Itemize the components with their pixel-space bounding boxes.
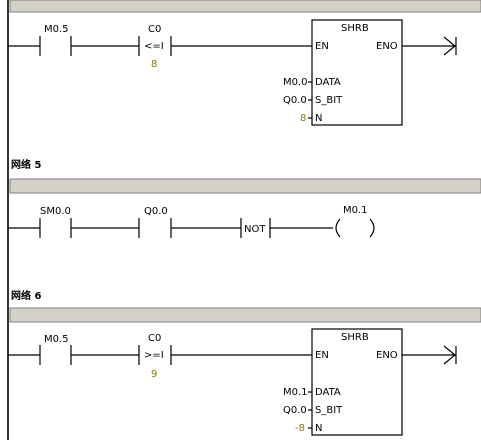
shrb-title: SHRB <box>341 23 369 34</box>
arrow-end-icon <box>443 345 457 365</box>
network-6-header-bar[interactable] <box>9 307 481 323</box>
network-title[interactable]: 网络 5 <box>11 158 41 171</box>
compare-operator: >=I <box>144 350 164 361</box>
shrb-block[interactable]: SHRB EN ENO DATA S_BIT N M0.1 Q0.0 -8 <box>283 328 403 436</box>
data-operand[interactable]: M0.1 <box>283 387 308 398</box>
shrb-box[interactable] <box>311 19 403 126</box>
contact-m0-5[interactable]: M0.5 <box>39 334 72 365</box>
network-5-header-bar[interactable] <box>9 178 481 194</box>
n-operand[interactable]: 8 <box>300 113 306 124</box>
eno-pin: ENO <box>376 41 398 52</box>
data-pin: DATA <box>315 387 341 398</box>
sbit-operand[interactable]: Q0.0 <box>283 405 307 416</box>
network-title[interactable]: 网络 6 <box>11 289 41 302</box>
contact-sm0-0[interactable]: SM0.0 <box>39 206 72 238</box>
compare-operand-label: C0 <box>148 24 161 35</box>
contact-q0-0[interactable]: Q0.0 <box>138 206 172 238</box>
coil-label: M0.1 <box>343 205 368 216</box>
contact-m0-5[interactable]: M0.5 <box>39 24 72 56</box>
compare-contact-c0-le[interactable]: C0 <=I 8 <box>138 24 172 70</box>
contact-label: M0.5 <box>44 24 69 35</box>
network-6[interactable]: 网络 6 M0.5 C0 >=I 9 SHRB EN ENO DATA S_BI… <box>8 289 481 436</box>
compare-operand-label: C0 <box>148 333 161 344</box>
data-operand[interactable]: M0.0 <box>283 77 308 88</box>
data-pin: DATA <box>315 77 341 88</box>
contact-label: Q0.0 <box>144 206 168 217</box>
n-pin: N <box>315 423 322 434</box>
en-pin: EN <box>315 41 329 52</box>
sbit-pin: S_BIT <box>315 405 343 416</box>
compare-value: 9 <box>151 369 157 380</box>
compare-contact-c0-ge[interactable]: C0 >=I 9 <box>138 333 172 380</box>
network-5[interactable]: 网络 5 SM0.0 Q0.0 NOT M0.1 <box>8 158 481 238</box>
eno-pin: ENO <box>376 350 398 361</box>
shrb-block[interactable]: SHRB EN ENO DATA S_BIT N M0.0 Q0.0 8 <box>283 19 403 126</box>
sbit-pin: S_BIT <box>315 95 343 106</box>
n-operand[interactable]: -8 <box>295 423 305 434</box>
n-pin: N <box>315 113 322 124</box>
contact-label: M0.5 <box>44 334 69 345</box>
shrb-box[interactable] <box>311 328 403 436</box>
not-label: NOT <box>244 224 266 235</box>
network-4[interactable]: M0.5 C0 <=I 8 SHRB EN ENO DATA S_BIT N M… <box>7 0 481 440</box>
compare-operator: <=I <box>144 41 164 52</box>
contact-label: SM0.0 <box>40 206 71 217</box>
coil-m0-1[interactable]: M0.1 <box>335 205 375 238</box>
sbit-operand[interactable]: Q0.0 <box>283 95 307 106</box>
not-element[interactable]: NOT <box>240 218 271 238</box>
network-4-header-bar[interactable] <box>9 0 481 13</box>
compare-value: 8 <box>151 59 157 70</box>
en-pin: EN <box>315 350 329 361</box>
shrb-title: SHRB <box>341 332 369 343</box>
arrow-end-icon <box>443 36 457 56</box>
